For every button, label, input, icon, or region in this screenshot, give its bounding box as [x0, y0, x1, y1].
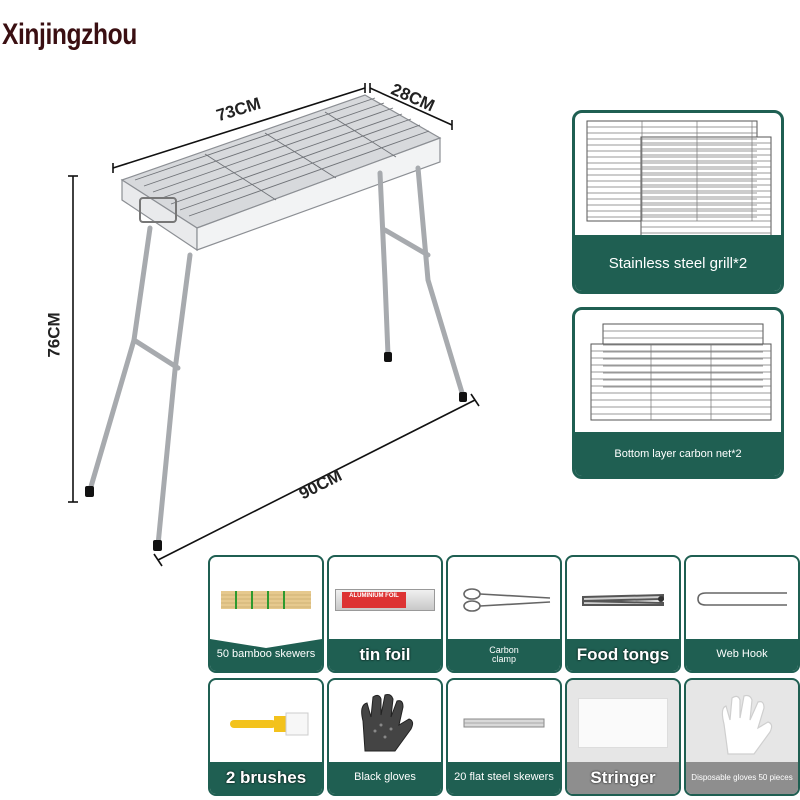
- part-label-carbon-net: Bottom layer carbon net*2: [575, 432, 781, 476]
- part-card-stainless-grill: Stainless steel grill*2: [572, 110, 784, 294]
- accessory-label: tin foil: [329, 639, 441, 671]
- wire-grill-icon: [586, 120, 772, 244]
- food-tongs-icon: [567, 557, 679, 643]
- accessory-stringer: Stringer: [565, 678, 681, 796]
- disposable-glove-icon: [686, 680, 798, 766]
- accessory-food-tongs: Food tongs: [565, 555, 681, 673]
- web-hook-icon: [686, 557, 798, 643]
- accessory-label: 20 flat steel skewers: [448, 762, 560, 794]
- accessory-brushes: 2 brushes: [208, 678, 324, 796]
- height-dimension-label: 76CM: [44, 312, 64, 358]
- carbon-net-icon: [590, 323, 772, 421]
- accessory-label: Web Hook: [686, 639, 798, 671]
- tin-foil-icon: ALUMINIUM FOIL: [329, 557, 441, 643]
- brand-name: Xinjingzhou: [2, 18, 137, 51]
- brush-icon: [210, 680, 322, 766]
- part-label-stainless-grill: Stainless steel grill*2: [575, 235, 781, 291]
- stringer-icon: [567, 680, 679, 766]
- accessory-label: 2 brushes: [210, 762, 322, 794]
- accessory-label-line2: clamp: [491, 654, 516, 664]
- grill-wires: [134, 97, 430, 217]
- accessory-label: Disposable gloves 50 pieces: [686, 762, 798, 794]
- side-handle: [139, 197, 177, 223]
- accessory-label: 50 bamboo skewers: [210, 639, 322, 671]
- accessory-disposable-gloves: Disposable gloves 50 pieces: [684, 678, 800, 796]
- accessory-label: Stringer: [567, 762, 679, 794]
- accessory-flat-steel-skewers: 20 flat steel skewers: [446, 678, 562, 796]
- accessory-web-hook: Web Hook: [684, 555, 800, 673]
- accessory-black-gloves: Black gloves: [327, 678, 443, 796]
- carbon-clamp-icon: [448, 557, 560, 643]
- legs: [87, 165, 466, 548]
- accessory-label-line1: Carbon: [489, 644, 519, 655]
- accessory-label: Food tongs: [567, 639, 679, 671]
- accessory-label: Black gloves: [329, 762, 441, 794]
- accessory-bamboo-skewers: 50 bamboo skewers: [208, 555, 324, 673]
- black-glove-icon: [329, 680, 441, 766]
- dimension-lines: [68, 83, 480, 567]
- leg-feet: [85, 352, 467, 551]
- accessory-carbon-clamp: Carbon clamp: [446, 555, 562, 673]
- bamboo-skewers-icon: [210, 557, 322, 643]
- accessory-tin-foil: ALUMINIUM FOIL tin foil: [327, 555, 443, 673]
- steel-skewers-icon: [448, 680, 560, 766]
- foil-box-text: ALUMINIUM FOIL: [342, 592, 406, 608]
- bbq-grill-illustration: 73CM 28CM 76CM 90CM: [40, 70, 540, 570]
- grill-drawing: [68, 83, 480, 567]
- part-card-carbon-net: Bottom layer carbon net*2: [572, 307, 784, 479]
- firebox: [120, 94, 442, 252]
